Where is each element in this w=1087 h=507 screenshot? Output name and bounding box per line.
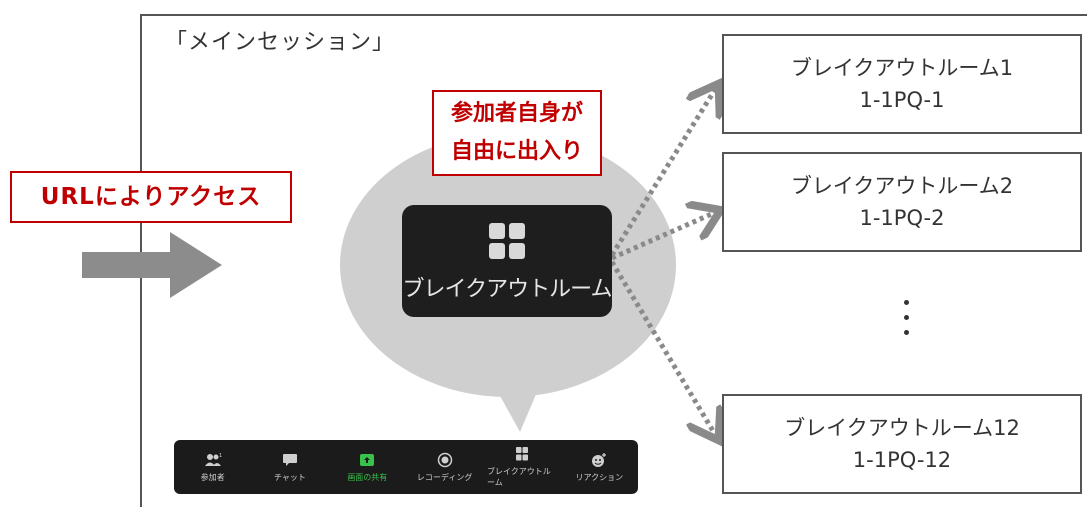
toolbar-label: 画面の共有 bbox=[347, 472, 388, 482]
record-icon bbox=[437, 452, 452, 467]
room-code: 1-1PQ-1 bbox=[859, 88, 945, 112]
connector-room12 bbox=[609, 260, 716, 436]
toolbar-label: レコーディング bbox=[416, 472, 473, 482]
self-move-line1: 参加者自身が bbox=[450, 101, 583, 126]
room-code: 1-1PQ-2 bbox=[859, 206, 945, 230]
toolbar-label: リアクション bbox=[575, 472, 624, 482]
share-screen-icon bbox=[360, 453, 375, 466]
toolbar-label: 参加者 bbox=[200, 472, 225, 482]
room-name: ブレイクアウトルーム12 bbox=[784, 416, 1020, 440]
entry-arrow bbox=[82, 232, 222, 298]
toolbar-label: チャット bbox=[274, 472, 306, 482]
self-move-label: 参加者自身が 自由に出入り bbox=[432, 90, 602, 176]
room-box-12: ブレイクアウトルーム12 1-1PQ-12 bbox=[722, 394, 1082, 494]
connector-room2 bbox=[610, 212, 716, 261]
vertical-ellipsis bbox=[900, 300, 912, 350]
toolbar-label: ブレイクアウトルーム bbox=[486, 467, 551, 487]
reaction-icon bbox=[592, 452, 607, 467]
meeting-toolbar: 1 参加者 チャット 画面の共有 レコーディング ブレイクアウトルーム bbox=[174, 440, 638, 494]
grid-icon bbox=[489, 223, 525, 259]
participants-icon: 1 bbox=[204, 453, 222, 466]
room-name: ブレイクアウトルーム2 bbox=[790, 174, 1014, 198]
toolbar-record[interactable]: レコーディング bbox=[410, 452, 480, 483]
toolbar-chat[interactable]: チャット bbox=[255, 452, 325, 483]
breakout-room-button[interactable]: ブレイクアウトルーム bbox=[402, 205, 612, 317]
access-label: URLによりアクセス bbox=[10, 171, 292, 223]
toolbar-participants[interactable]: 1 参加者 bbox=[178, 452, 248, 483]
toolbar-reactions[interactable]: リアクション bbox=[564, 452, 634, 483]
speech-bubble-tail bbox=[494, 385, 540, 432]
breakout-room-button-label: ブレイクアウトルーム bbox=[402, 277, 613, 302]
room-box-2: ブレイクアウトルーム2 1-1PQ-2 bbox=[722, 152, 1082, 252]
room-name: ブレイクアウトルーム1 bbox=[790, 56, 1014, 80]
participants-count: 1 bbox=[219, 453, 222, 459]
self-move-line2: 自由に出入り bbox=[450, 139, 583, 164]
toolbar-breakout-rooms[interactable]: ブレイクアウトルーム bbox=[487, 446, 557, 488]
room-box-1: ブレイクアウトルーム1 1-1PQ-1 bbox=[722, 34, 1082, 134]
grid-icon bbox=[515, 447, 528, 461]
connector-room1 bbox=[609, 88, 716, 257]
room-code: 1-1PQ-12 bbox=[852, 448, 952, 472]
chat-icon bbox=[282, 453, 297, 466]
main-session-title: 「メインセッション」 bbox=[165, 30, 396, 55]
toolbar-share-screen[interactable]: 画面の共有 bbox=[332, 452, 402, 483]
